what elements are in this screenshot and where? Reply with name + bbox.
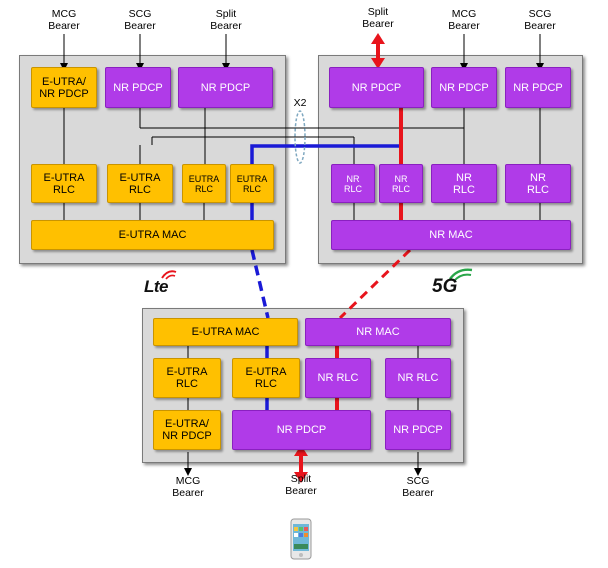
ue-nr-mac-box: NR MAC [305,318,451,346]
5g-signal-icon [449,268,473,282]
lte-rlc-2-box: E-UTRA RLC [107,164,173,203]
ue-nr-pdcp-split-box: NR PDCP [232,410,371,450]
nr-pdcp-scg-box: NR PDCP [505,67,571,108]
lte-logo: Lte [144,266,184,298]
ue-split-bearer-double-arrow [294,445,308,483]
nr-rlc-1-box: NR RLC [331,164,375,203]
lte-signal-icon [161,270,177,280]
ue-eutra-rlc-1-box: E-UTRA RLC [153,358,221,398]
lte-rlc-3-box: EUTRA RLC [182,164,226,203]
lte-mac-box: E-UTRA MAC [31,220,274,250]
nr-mcg-bearer-label: MCG Bearer [448,8,480,32]
nr-scg-bearer-label: SCG Bearer [524,8,556,32]
nr-air-link [338,248,412,320]
lte-link-path [250,144,400,164]
ue-pdcp-mcg-box: E-UTRA/ NR PDCP [153,410,221,450]
ue-eutra-mac-box: E-UTRA MAC [153,318,298,346]
ue-split-bearer-label: Split Bearer [285,473,317,497]
x2-label: X2 [293,97,307,109]
nr-split-bearer-label: Split Bearer [362,6,394,30]
ue-scg-bearer-label: SCG Bearer [402,475,434,499]
nr-mac-box: NR MAC [331,220,571,250]
nr-pdcp-mcg-box: NR PDCP [431,67,497,108]
lte-nr-pdcp-scg-box: NR PDCP [105,67,171,108]
smartphone-icon [290,518,312,560]
lte-logo-text: Lte [144,277,169,296]
lte-split-bearer-label: Split Bearer [210,8,242,32]
nr-split-bearer-double-arrow [371,33,385,69]
ue-eutra-rlc-2-box: E-UTRA RLC [232,358,300,398]
5g-logo: 5G [432,266,476,298]
lte-link-air [250,249,270,319]
lte-pdcp-mcg-box: E-UTRA/ NR PDCP [31,67,97,108]
x2-ellipse [294,110,306,164]
nr-rlc-3-box: NR RLC [431,164,497,203]
lte-scg-bearer-label: SCG Bearer [124,8,156,32]
lte-rlc-4-box: EUTRA RLC [230,164,274,203]
nr-rlc-2-box: NR RLC [379,164,423,203]
ue-nr-rlc-2-box: NR RLC [385,358,451,398]
ue-nr-rlc-1-box: NR RLC [305,358,371,398]
lte-rlc-1-box: E-UTRA RLC [31,164,97,203]
ue-nr-pdcp-scg-box: NR PDCP [385,410,451,450]
lte-mcg-bearer-label: MCG Bearer [48,8,80,32]
ue-mcg-bearer-label: MCG Bearer [172,475,204,499]
lte-nr-pdcp-split-box: NR PDCP [178,67,273,108]
nr-pdcp-split-box: NR PDCP [329,67,424,108]
5g-logo-text: 5G [432,276,458,297]
nr-rlc-4-box: NR RLC [505,164,571,203]
